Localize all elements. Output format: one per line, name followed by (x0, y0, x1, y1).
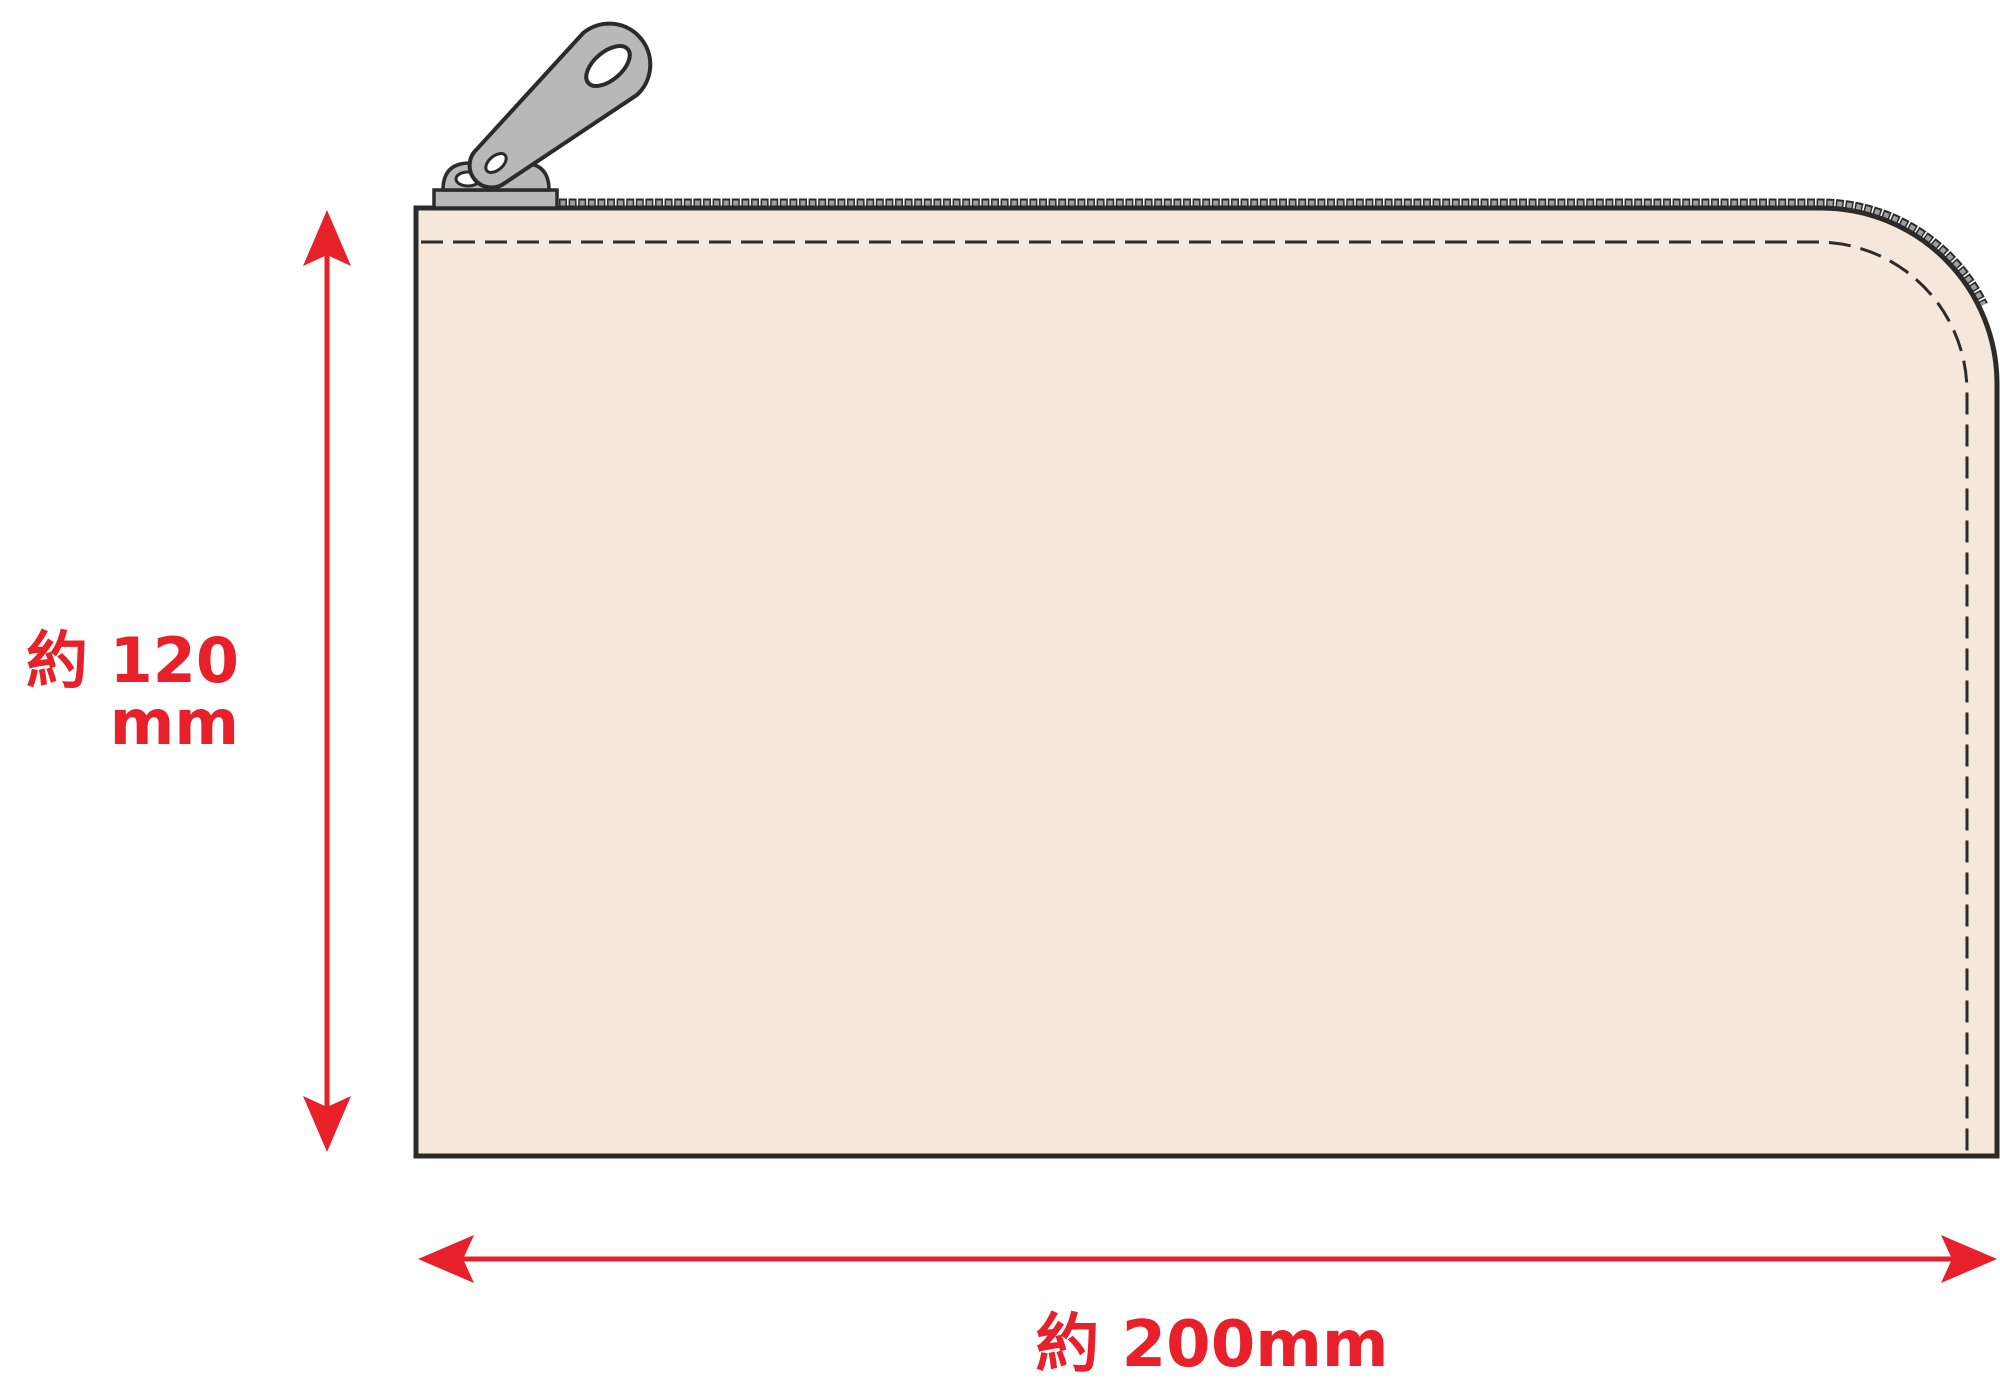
zipper-pull-hole (584, 44, 632, 88)
width-label: 約 200mm (1035, 1308, 1388, 1382)
height-dimension-arrow (303, 210, 351, 1152)
height-arrow-head-top (303, 210, 351, 266)
width-arrow-head-right (1941, 1235, 1997, 1283)
height-arrow-head-bottom (303, 1096, 351, 1152)
height-label-value: 約 120 (26, 624, 239, 697)
width-dimension-arrow (418, 1235, 1997, 1283)
zipper-pull (467, 21, 653, 190)
zipper-slider-base (432, 188, 559, 210)
zipper-teeth (559, 200, 1986, 306)
height-label-unit: mm (110, 686, 239, 759)
stitch-line (421, 240, 1969, 1153)
pouch-body (413, 205, 2000, 1159)
zipper-pull-link-hole (484, 152, 508, 174)
width-arrow-head-left (418, 1235, 474, 1283)
